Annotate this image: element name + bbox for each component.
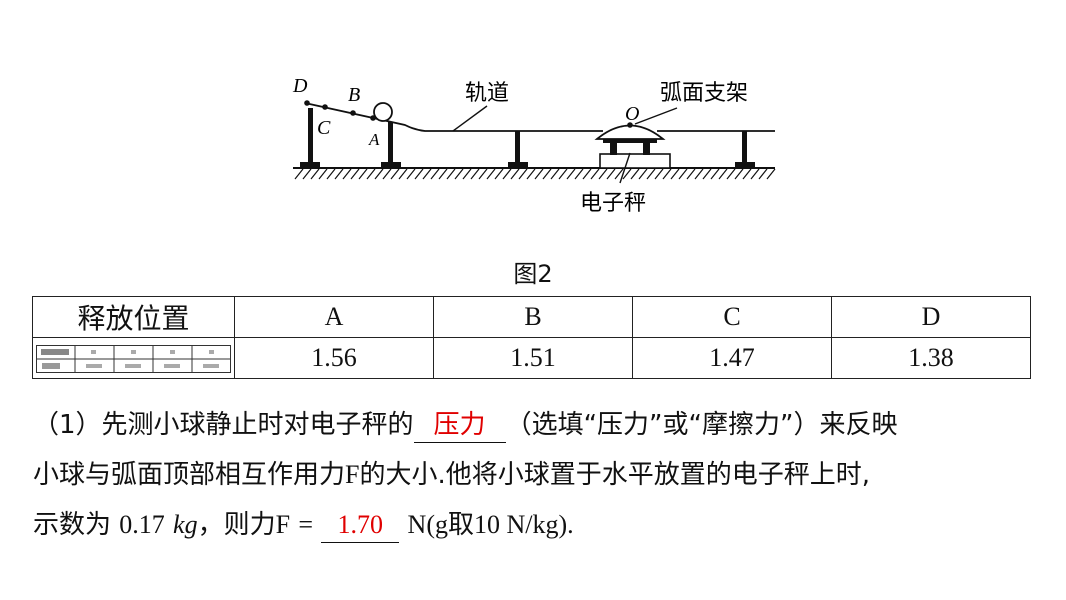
mass-unit: kg (173, 510, 198, 539)
force-symbol: F (275, 510, 291, 539)
value-cell: 1.51 (433, 337, 633, 379)
column-header: D (831, 296, 1031, 338)
release-data-table: 释放位置 A B C D (32, 296, 1031, 379)
answer-blank-1[interactable]: 压力 (413, 410, 506, 443)
figure-caption: 图2 (513, 260, 553, 288)
thumbnail-cell (32, 337, 235, 379)
question-text: （1）先测小球静止时对电子秤的压力（选填“压力”或“摩擦力”）来反映 小球与弧面… (33, 400, 1033, 550)
question-line-2: 小球与弧面顶部相互作用力F的大小.他将小球置于水平放置的电子秤上时, (33, 450, 1033, 500)
table-row: 释放位置 A B C D (32, 296, 1031, 338)
question-line-1: （1）先测小球静止时对电子秤的压力（选填“压力”或“摩擦力”）来反映 (33, 400, 1033, 450)
part-number: （1） (33, 410, 102, 440)
arc-support (594, 124, 666, 140)
question-text-segment: 小球与弧面顶部相互作用力 (33, 460, 346, 490)
support-label: 弧面支架 (660, 81, 748, 106)
column-header: C (632, 296, 832, 338)
equals-sign: = (298, 510, 314, 539)
question-text-segment: （选填“压力”或“摩擦力”）来反映 (505, 410, 898, 440)
apparatus-figure: D B C A O 轨道 弧面支架 电子秤 (292, 75, 776, 216)
value-cell: 1.38 (831, 337, 1031, 379)
question-line-3: 示数为 0.17 kg，则力F = 1.70 N(g取10 N/kg). (33, 500, 1033, 550)
value-cell: 1.47 (632, 337, 832, 379)
value-cell: 1.56 (234, 337, 434, 379)
question-text-segment: 的大小.他将小球置于水平放置的电子秤上时, (359, 460, 871, 490)
track (304, 102, 775, 132)
answer-blank-2[interactable]: 1.70 (321, 510, 400, 543)
column-header: A (234, 296, 434, 338)
track-supports (300, 108, 755, 168)
electronic-scale (599, 153, 671, 169)
question-text-segment: ，则力 (197, 510, 276, 540)
mass-value: 0.17 (119, 510, 165, 539)
column-header: B (433, 296, 633, 338)
table-thumbnail-image (36, 345, 231, 373)
force-symbol: F (345, 460, 360, 489)
header-label: 释放位置 (32, 296, 235, 338)
label-point-d: D (292, 75, 308, 97)
question-text-segment: 示数为 (33, 510, 112, 540)
release-points (304, 100, 633, 128)
ball (373, 102, 393, 122)
label-point-a: A (368, 130, 380, 149)
label-point-c: C (317, 117, 331, 139)
scale-label: 电子秤 (580, 191, 646, 216)
question-text-segment: 先测小球静止时对电子秤的 (101, 410, 414, 440)
question-text-segment: N(g取10 N/kg). (407, 510, 574, 539)
label-point-b: B (348, 84, 360, 106)
table-row: 1.56 1.51 1.47 1.38 (32, 337, 1031, 379)
track-label: 轨道 (465, 81, 509, 106)
label-point-o: O (625, 103, 639, 125)
